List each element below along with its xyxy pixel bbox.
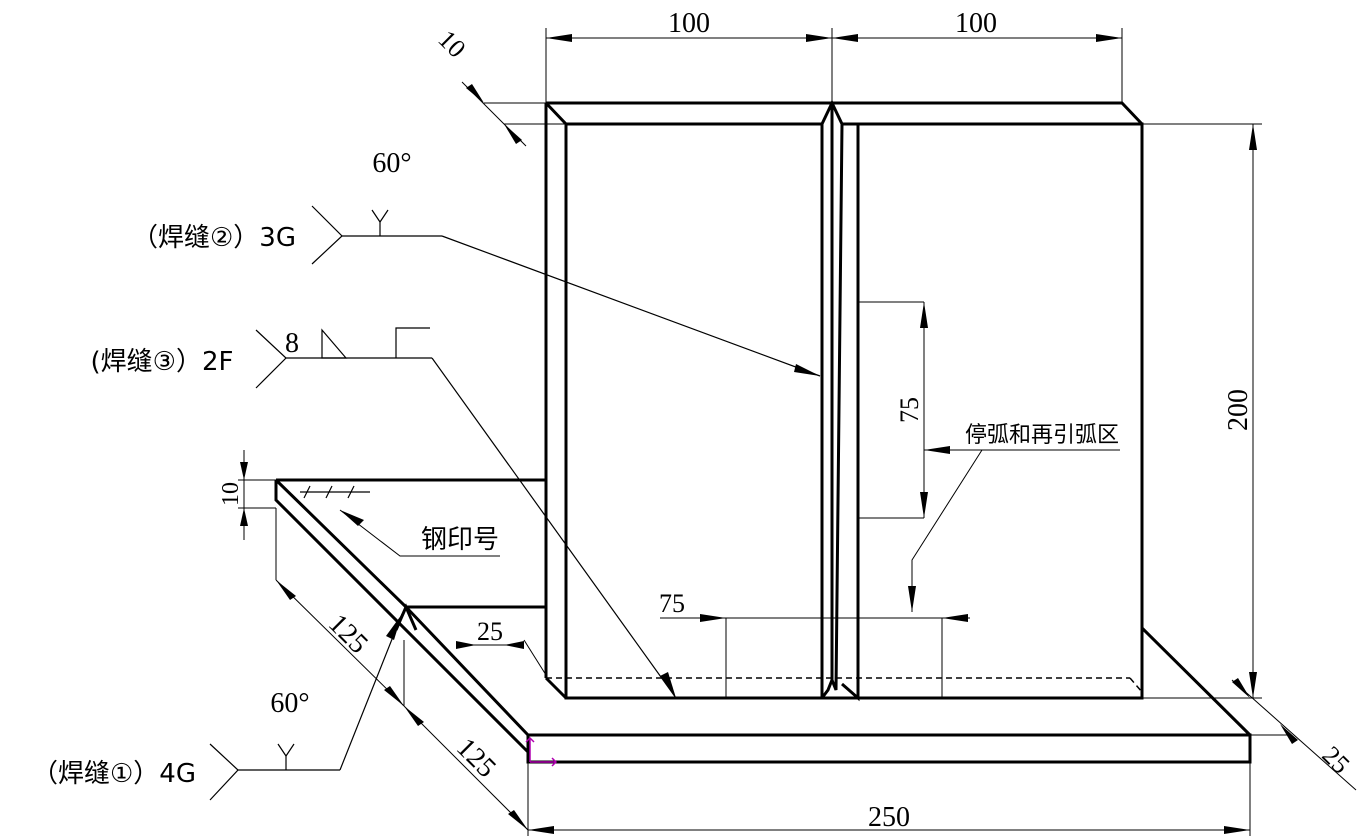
dim-height-label: 200 bbox=[1223, 389, 1254, 431]
weld2-angle: 60° bbox=[372, 148, 411, 179]
dim-thickness-side bbox=[238, 450, 276, 540]
weld1-symbol bbox=[209, 613, 403, 801]
weld3-label: (焊缝③）2F bbox=[91, 347, 234, 377]
dim-top-widths bbox=[545, 28, 1123, 103]
origin-marker bbox=[525, 736, 558, 767]
dim-thickness-top-label: 10 bbox=[433, 25, 472, 64]
weld3-size: 8 bbox=[285, 328, 299, 359]
dim-slope-upper-label: 125 bbox=[322, 608, 374, 660]
arc-zone-label: 停弧和再引弧区 bbox=[965, 423, 1119, 448]
weld1-angle: 60° bbox=[270, 688, 309, 719]
stamp-marks bbox=[300, 485, 500, 557]
arc-zone-leader bbox=[908, 446, 1120, 612]
dim-slopes bbox=[275, 508, 529, 831]
dim-vertical-75 bbox=[858, 301, 928, 519]
dim-vertical-75-label: 75 bbox=[895, 397, 924, 423]
dim-inner-25 bbox=[456, 639, 547, 676]
dim-base-label: 250 bbox=[868, 802, 910, 833]
weld3-symbol bbox=[255, 327, 677, 699]
weld2-symbol bbox=[311, 205, 821, 377]
dim-right-25-label: 25 bbox=[1317, 741, 1356, 780]
dim-bottom-75-label: 75 bbox=[659, 589, 685, 618]
weld1-label: （焊缝①）4G bbox=[32, 759, 196, 789]
dim-top-left-label: 100 bbox=[668, 8, 710, 39]
dim-bottom-75 bbox=[660, 614, 970, 698]
dim-inner-25-label: 25 bbox=[477, 617, 503, 646]
dim-slope-lower-label: 125 bbox=[450, 732, 502, 784]
stamp-label: 钢印号 bbox=[421, 525, 499, 555]
dim-base bbox=[527, 762, 1251, 836]
weld2-label: （焊缝②）3G bbox=[132, 223, 296, 253]
dim-thickness-side-label: 10 bbox=[218, 482, 244, 506]
dim-right-25 bbox=[1231, 678, 1357, 791]
dim-thickness-top bbox=[461, 81, 566, 147]
dim-top-right-label: 100 bbox=[955, 8, 997, 39]
dim-height bbox=[1142, 123, 1262, 699]
